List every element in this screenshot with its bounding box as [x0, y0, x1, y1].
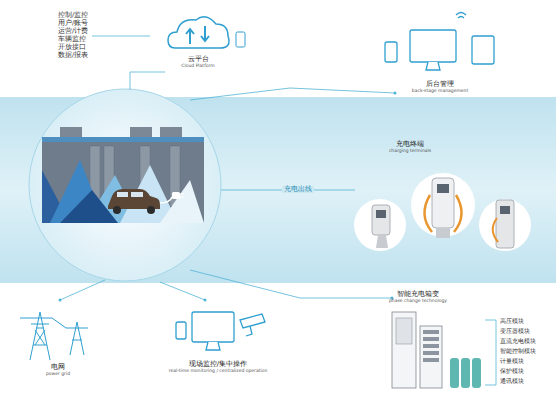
device-icons	[385, 13, 494, 71]
cabinet-drawing	[392, 312, 481, 388]
node-title: 电网	[44, 363, 73, 371]
module-label: 直流充电模块	[500, 338, 536, 344]
cloud-icon	[168, 17, 245, 48]
module-label: 变压器模块	[500, 328, 530, 334]
monitoring-node: 现场监控/集中操作real-time monitoring / centrali…	[167, 360, 270, 374]
node-title: 现场监控/集中操作	[167, 360, 270, 368]
node-title: 充电终端	[387, 140, 434, 148]
module-label: 高压模块	[500, 318, 524, 324]
terminal-node: 充电终端charging terminals	[387, 140, 434, 154]
backstage-node: 后台管理back-stage management	[410, 80, 471, 94]
power-tower	[20, 312, 88, 360]
module-label: 智能控制模块	[500, 348, 536, 354]
node-title: 云平台	[179, 55, 217, 63]
grid-node: 电网power grid	[44, 363, 73, 377]
node-subtitle: phase change technology	[387, 298, 449, 303]
charging-terminals	[354, 173, 531, 251]
leader-lines	[60, 36, 496, 385]
feature-label: 用户/账号	[58, 20, 88, 27]
line-label: 充电出线	[282, 186, 314, 193]
charge-box-node: 智能充电箱变phase change technology	[387, 290, 449, 304]
cloud-platform: 云平台Cloud Platform	[179, 55, 217, 69]
node-subtitle: Cloud Platform	[179, 63, 217, 68]
container-illustration	[42, 127, 204, 223]
node-subtitle: charging terminals	[387, 148, 434, 153]
module-label: 计量模块	[500, 358, 524, 364]
node-subtitle: real-time monitoring / centralized opera…	[167, 368, 270, 373]
hub-circle	[29, 89, 221, 281]
module-label: 保护模块	[500, 368, 524, 374]
monitoring-icons	[176, 312, 265, 350]
feature-label: 控制/监控	[58, 12, 88, 19]
node-subtitle: back-stage management	[410, 88, 471, 93]
module-label: 通讯模块	[500, 378, 524, 384]
node-subtitle: power grid	[44, 371, 73, 376]
feature-label: 运营/计费	[58, 28, 88, 35]
node-title: 后台管理	[410, 80, 471, 88]
node-title: 智能充电箱变	[387, 290, 449, 298]
feature-label: 车辆监控	[58, 36, 86, 43]
feature-label: 数据/报表	[58, 52, 88, 59]
feature-label: 开放接口	[58, 44, 86, 51]
